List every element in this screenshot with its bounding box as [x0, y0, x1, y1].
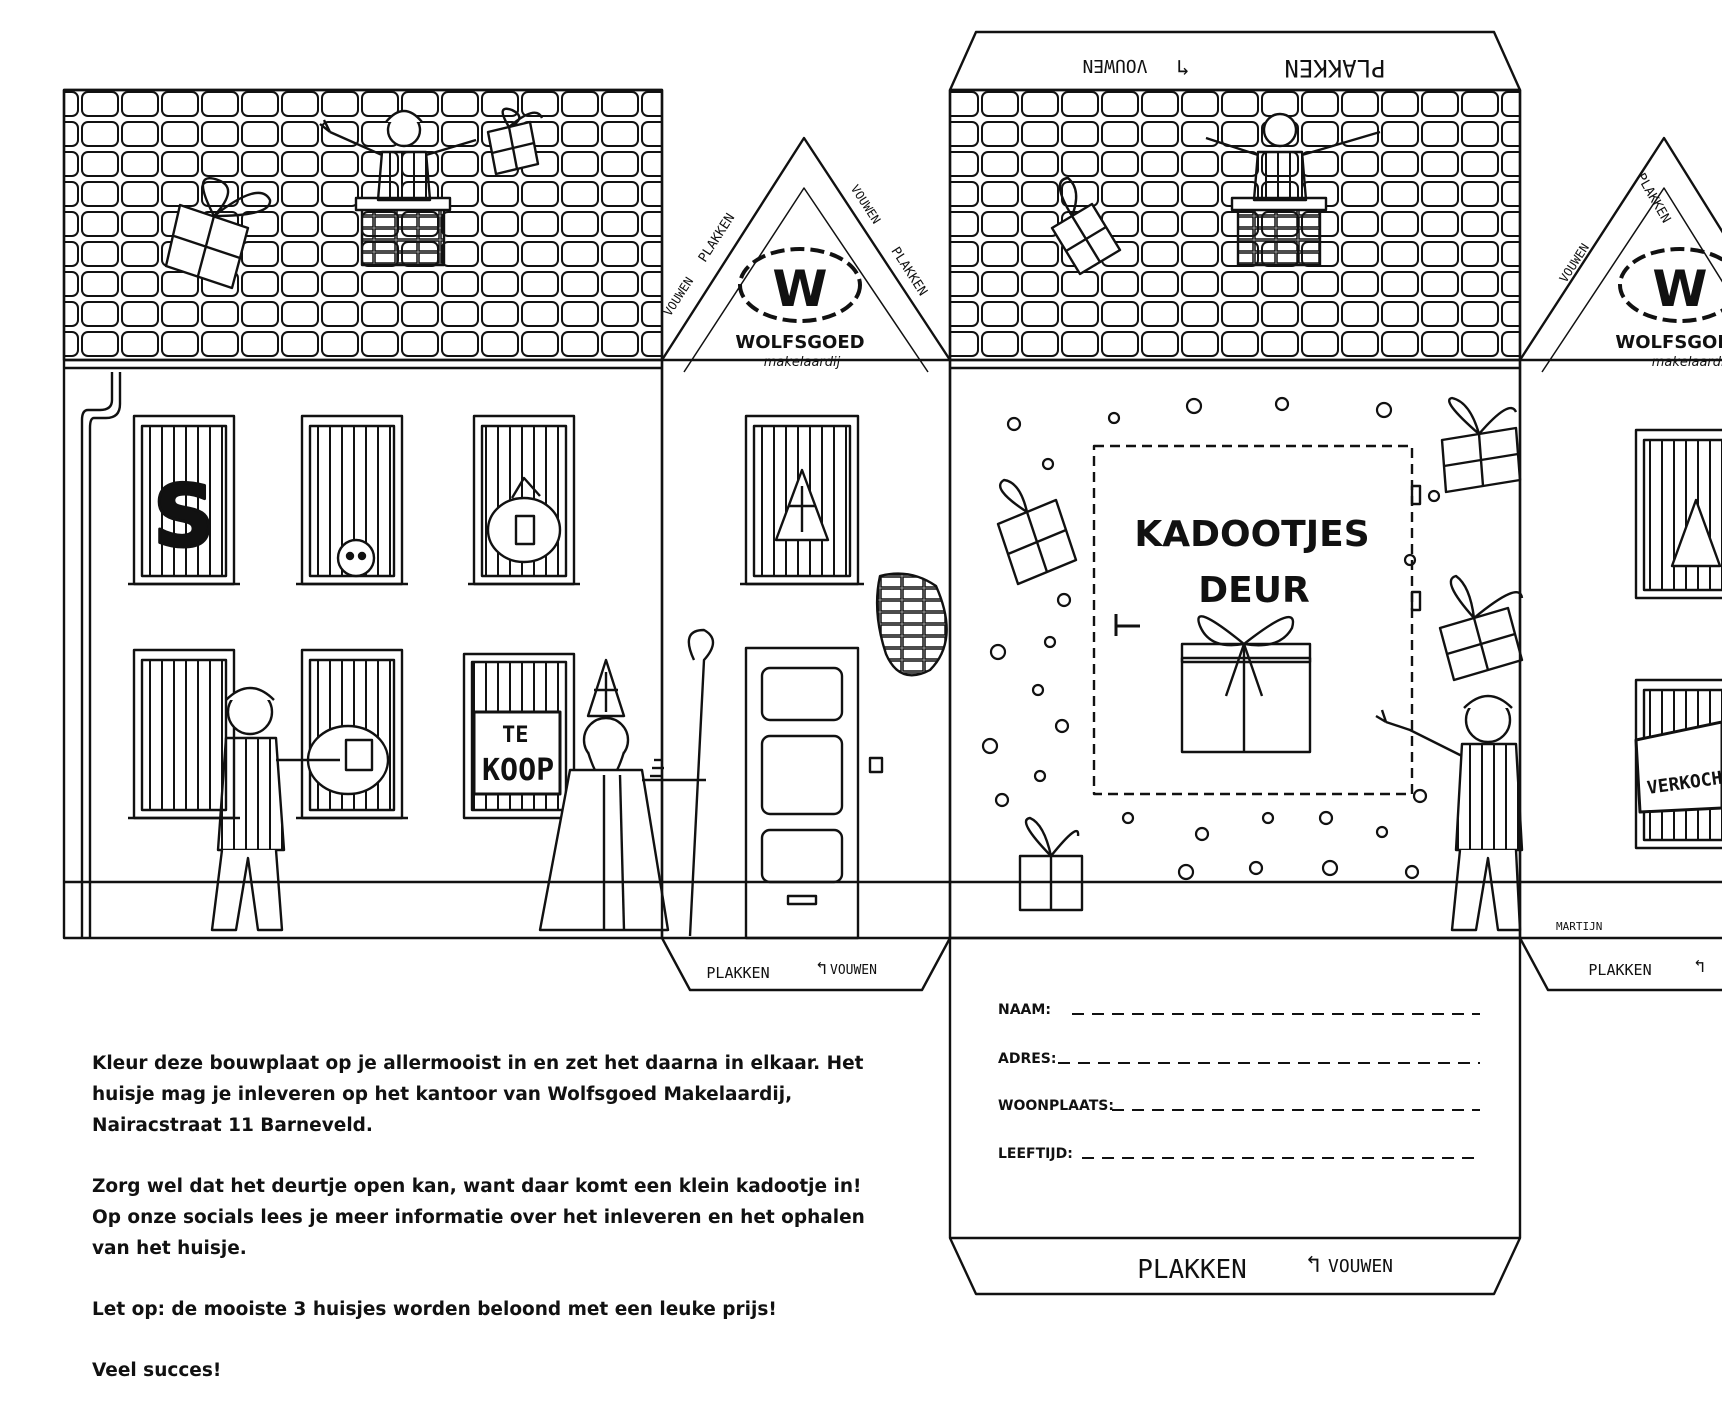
gable-fold-label: VOUWEN	[661, 275, 696, 319]
form-label-leeftijd: LEEFTIJD:	[998, 1146, 1073, 1162]
form-label-adres: ADRES:	[998, 1051, 1056, 1067]
door-sign-line2: DEUR	[1198, 570, 1309, 611]
sign-te: TE	[502, 723, 529, 748]
chimney-with-pete	[319, 109, 477, 267]
drainpipe	[80, 372, 114, 938]
back-roof-tiles	[948, 88, 1522, 362]
form-flap-fold: VOUWEN	[1328, 1256, 1393, 1277]
door-handle	[1114, 614, 1140, 636]
side-door	[744, 646, 884, 940]
top-flap-fold: VOUWEN	[1082, 55, 1147, 76]
side-panel-left	[660, 136, 952, 992]
gift-icon	[996, 478, 1078, 586]
side-left-bottom-flap	[660, 937, 952, 992]
gift-icon	[486, 107, 544, 176]
instructions-paragraph-4: Veel succes!	[92, 1360, 222, 1381]
snow-dots	[981, 396, 1441, 881]
instructions-text: Kleur deze bouwplaat op je allermooist i…	[92, 1048, 882, 1416]
front-panel: S	[62, 88, 706, 940]
logo-mark: W	[772, 260, 827, 318]
fold-arrow-icon: ↰	[1176, 54, 1189, 79]
gift-door-cutout	[1092, 444, 1414, 796]
side-panel-right	[1518, 136, 1722, 992]
pete-character	[1375, 694, 1524, 932]
back-top-flap	[948, 30, 1522, 91]
window-sack	[468, 414, 580, 586]
form-label-naam: NAAM:	[998, 1002, 1051, 1018]
gift-icon	[1440, 396, 1522, 494]
house-template-artwork: S	[62, 30, 1722, 1296]
form-panel	[948, 936, 1522, 1296]
side-right-glue: PLAKKEN	[1588, 961, 1651, 979]
artist-signature: MARTIJN	[1556, 920, 1602, 933]
instructions-paragraph-3: Let op: de mooiste 3 huisjes worden belo…	[92, 1299, 777, 1320]
wolfsgoed-logo	[738, 247, 862, 323]
fold-arrow-icon: ↰	[1306, 1250, 1320, 1278]
brand-sub-right: makelaardij	[1652, 355, 1722, 370]
door-sign-line1: KADOOTJES	[1134, 514, 1369, 555]
instructions-paragraph-1: Kleur deze bouwplaat op je allermooist i…	[92, 1053, 864, 1136]
sinterklaas-character	[538, 658, 706, 932]
back-panel	[948, 30, 1524, 940]
window-s-letter: S	[128, 414, 240, 586]
gift-icon	[164, 177, 272, 290]
instructions-paragraph-2: Zorg wel dat het deurtje open kan, want …	[92, 1176, 865, 1259]
brand-name-right: WOLFSGOED	[1615, 332, 1722, 353]
pete-character	[210, 686, 340, 932]
fold-arrow-icon: ↰	[816, 958, 827, 979]
crozier-staff	[687, 628, 715, 937]
form-flap-glue: PLAKKEN	[1137, 1255, 1247, 1285]
window-face	[296, 414, 408, 586]
form-bottom-flap	[948, 1237, 1522, 1296]
brand-name: WOLFSGOED	[735, 332, 864, 353]
sign-koop: KOOP	[482, 753, 554, 788]
brick-patch	[875, 572, 948, 677]
gift-icon	[1180, 615, 1312, 754]
gift-icon	[1018, 816, 1084, 912]
fold-arrow-icon: ↰	[1694, 956, 1705, 977]
form-label-woonplaats: WOONPLAATS:	[998, 1098, 1114, 1114]
gift-icon	[1438, 574, 1524, 682]
logo-mark-right: W	[1652, 260, 1707, 318]
top-flap-glue: PLAKKEN	[1284, 54, 1385, 82]
window-letter-s: S	[153, 467, 215, 567]
brand-sub: makelaardij	[764, 355, 841, 370]
side-left-fold: VOUWEN	[830, 963, 877, 978]
side-left-glue: PLAKKEN	[706, 964, 769, 982]
window-sack-2	[296, 648, 408, 820]
window-te-koop: TE KOOP	[462, 652, 576, 820]
